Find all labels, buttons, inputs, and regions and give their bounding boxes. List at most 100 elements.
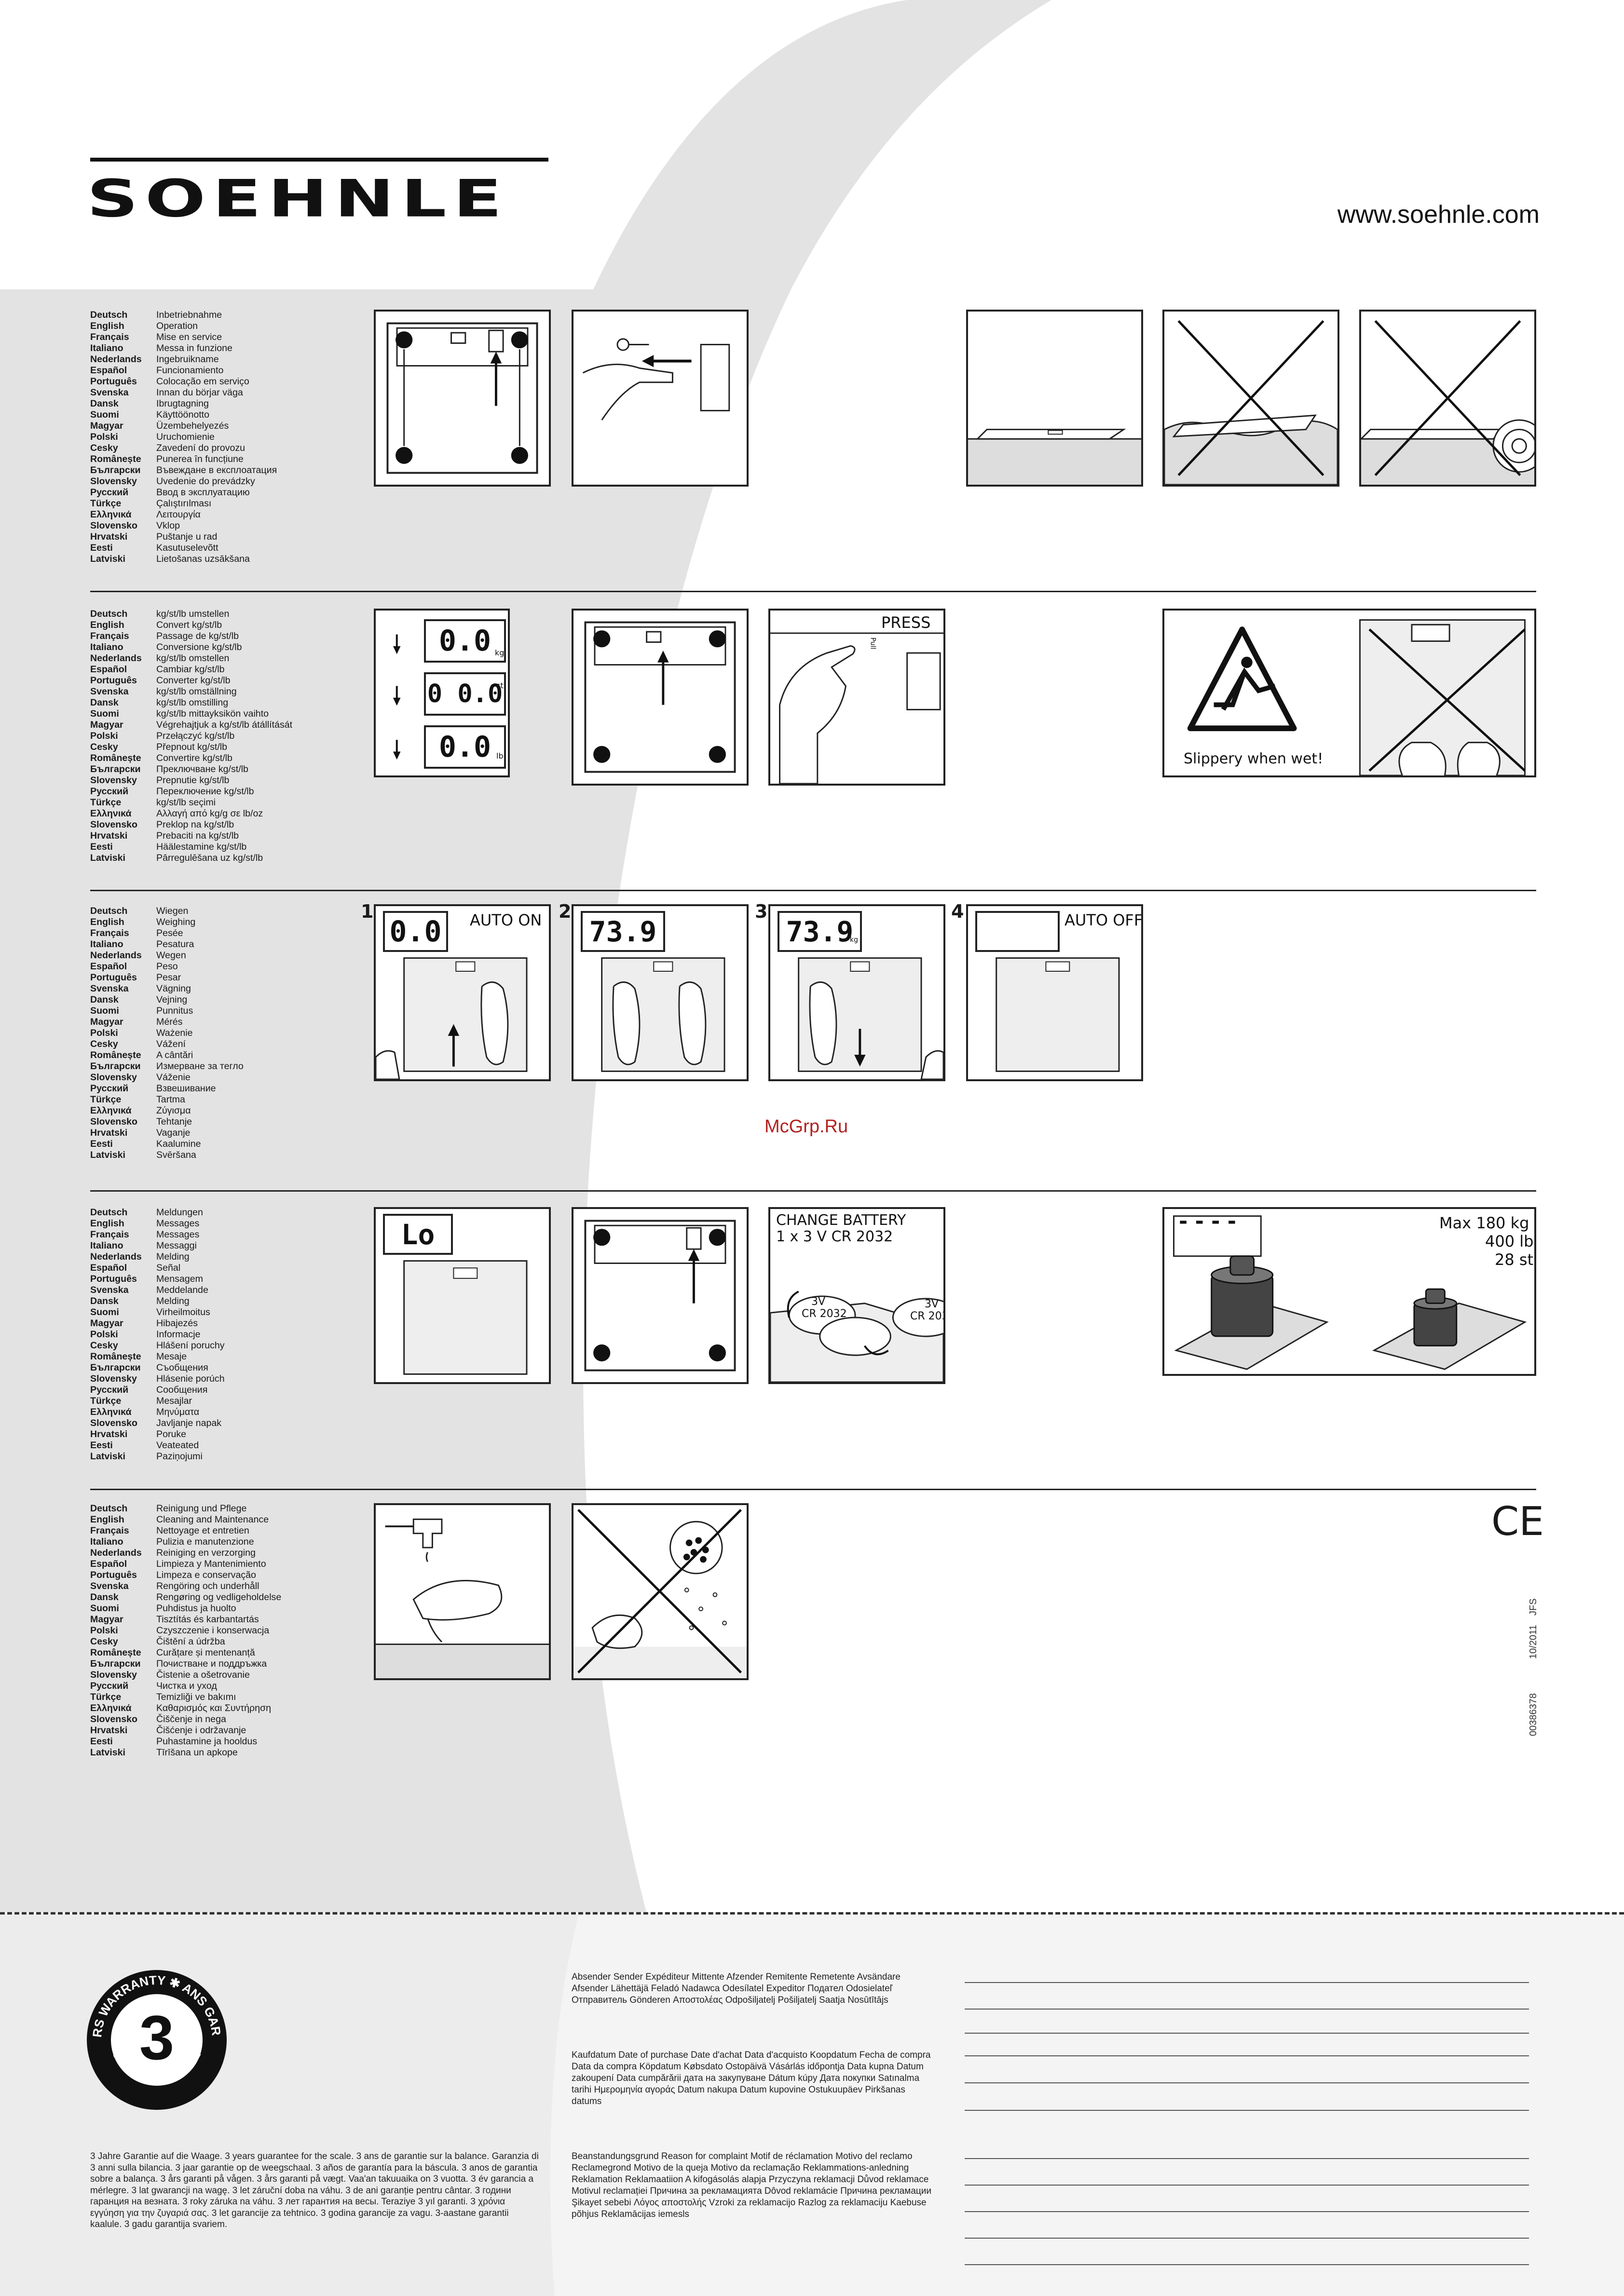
language-name: Magyar [90, 421, 123, 431]
section-term: Reiniging en verzorging [156, 1548, 256, 1558]
step1-panel: 0.0 AUTO ON [374, 904, 551, 1081]
language-name: Suomi [90, 708, 119, 719]
lang-row: Español Limpieza y Mantenimiento [90, 1559, 281, 1570]
sender-line[interactable] [965, 1982, 1529, 1983]
complaint-line[interactable] [965, 2264, 1529, 2265]
badge-number: 3 [139, 2002, 174, 2073]
logo-rule [90, 158, 548, 162]
purchase-date-line[interactable] [965, 2082, 1529, 2083]
section-term: Взвешивание [156, 1083, 216, 1094]
section-term: Limpieza y Mantenimiento [156, 1559, 266, 1569]
section-term: Limpeza e conservação [156, 1570, 256, 1580]
section-term: Съобщения [156, 1362, 208, 1373]
section-term: kg/st/lb umstellen [156, 609, 230, 619]
language-name: Español [90, 1559, 127, 1569]
section-term: Kaalumine [156, 1139, 201, 1149]
language-name: Suomi [90, 1603, 119, 1614]
section-term: Mérés [156, 1017, 183, 1027]
section-term: Mise en service [156, 332, 222, 342]
language-name: Italiano [90, 1536, 123, 1547]
battery-compartment-scale [584, 1220, 736, 1372]
language-name: Nederlands [90, 1548, 142, 1558]
language-name: Italiano [90, 642, 123, 652]
lcd-st: 0 0.0 [424, 672, 506, 716]
sender-line[interactable] [965, 2033, 1529, 2034]
purchase-date-line[interactable] [965, 2110, 1529, 2111]
section-term: Käyttöönotto [156, 409, 210, 420]
language-name: Português [90, 376, 137, 387]
step1-scale [376, 957, 528, 1079]
language-name: Français [90, 928, 129, 938]
language-name: Türkçe [90, 498, 122, 509]
language-name: Deutsch [90, 310, 128, 320]
language-name: Italiano [90, 1240, 123, 1251]
sender-line[interactable] [965, 2009, 1529, 2010]
language-name: Românește [90, 454, 141, 464]
max-capacity-kg: Max 180 kg [1439, 1214, 1529, 1232]
section-term: Pārregulēšana uz kg/st/lb [156, 853, 263, 863]
low-battery-panel: Lo [374, 1207, 551, 1384]
section-term: Melding [156, 1251, 190, 1262]
section-term: Convertire kg/st/lb [156, 753, 232, 763]
section-term: Λειτουργία [156, 509, 201, 520]
step-number: 1 [361, 901, 374, 922]
language-name: Svenska [90, 1581, 129, 1591]
uneven-floor-panel [1162, 310, 1339, 487]
change-battery-panel: CHANGE BATTERY 1 x 3 V CR 2032 3V CR 203… [768, 1207, 945, 1384]
section-term: Üzembehelyezés [156, 421, 229, 431]
language-name: Русский [90, 1681, 129, 1691]
language-name: Português [90, 972, 137, 983]
section-term: Colocação em serviço [156, 376, 249, 387]
language-name: Hrvatski [90, 1128, 128, 1138]
step2-scale [601, 957, 725, 1072]
lcd-lo: Lo [383, 1214, 453, 1255]
unit-arrows [393, 634, 401, 760]
section-term: Operation [156, 321, 198, 331]
language-name: Eesti [90, 543, 113, 553]
scale-on-flat-floor [968, 429, 1141, 485]
step-number: 3 [755, 901, 768, 922]
language-name: Български [90, 1061, 141, 1072]
language-name: English [90, 321, 124, 331]
language-name: Türkçe [90, 797, 122, 808]
purchase-date-line[interactable] [965, 2055, 1529, 2056]
complaint-line[interactable] [965, 2211, 1529, 2212]
language-name: Ελληνικά [90, 509, 132, 520]
step4-scale [996, 957, 1120, 1072]
complaint-line[interactable] [965, 2185, 1529, 2186]
finger-press-illustration [770, 632, 943, 784]
complaint-line[interactable] [965, 2158, 1529, 2159]
complaint-line[interactable] [965, 2238, 1529, 2239]
change-battery-label: CHANGE BATTERY [776, 1212, 906, 1229]
section-term: Ważenie [156, 1028, 193, 1038]
language-name: Latviski [90, 554, 125, 564]
slippery-panel: Slippery when wet! [1162, 609, 1536, 777]
language-name: Hrvatski [90, 1429, 128, 1440]
section-term: Melding [156, 1296, 190, 1306]
language-name: Slovensko [90, 1418, 138, 1428]
section-term: Kasutuselevõtt [156, 543, 218, 553]
